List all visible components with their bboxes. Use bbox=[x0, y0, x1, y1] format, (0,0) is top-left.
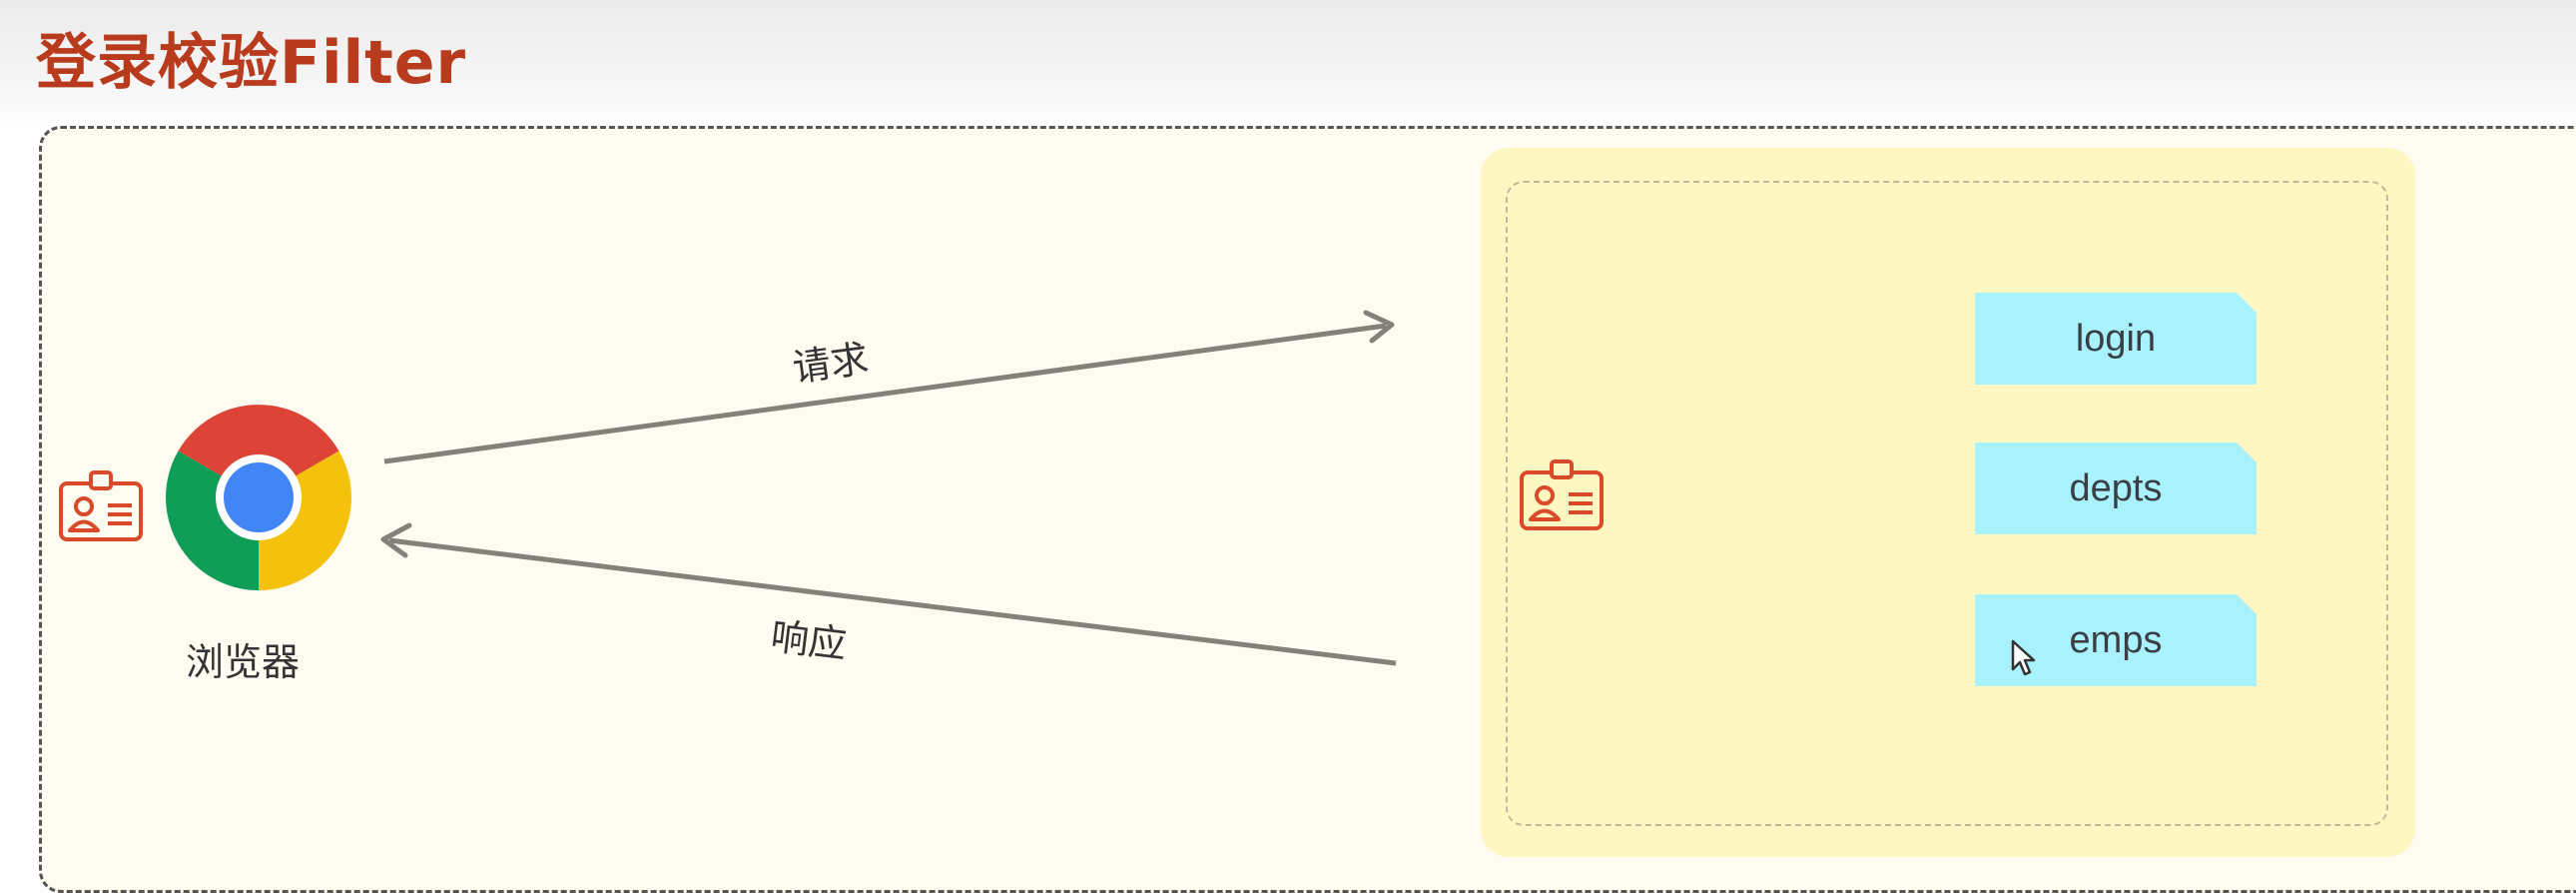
id-card-icon bbox=[59, 470, 143, 541]
server-inner-frame bbox=[1506, 181, 2388, 826]
id-card-icon bbox=[1520, 459, 1604, 530]
header-band bbox=[0, 0, 2576, 130]
response-arrow-line bbox=[388, 537, 1397, 666]
response-arrowhead bbox=[380, 522, 412, 558]
request-arrowhead bbox=[1363, 310, 1395, 344]
response-label: 响应 bbox=[768, 613, 850, 667]
chrome-icon bbox=[166, 405, 351, 590]
page-title: 登录校验Filter bbox=[36, 28, 467, 98]
resource-emps: emps bbox=[1975, 594, 2256, 686]
mouse-cursor-icon bbox=[2011, 639, 2036, 676]
browser-label: 浏览器 bbox=[186, 640, 301, 684]
resource-depts: depts bbox=[1975, 443, 2256, 534]
resource-login: login bbox=[1975, 293, 2256, 385]
server-box bbox=[1481, 148, 2415, 857]
request-label: 请求 bbox=[790, 336, 872, 391]
request-arrow-line bbox=[383, 323, 1387, 464]
